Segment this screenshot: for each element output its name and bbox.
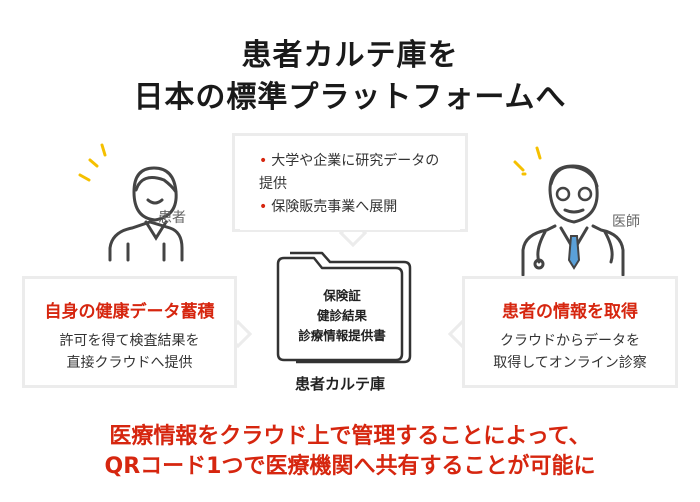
folder-icon <box>276 251 412 364</box>
doctor-box: 患者の情報を取得 クラウドからデータを 取得してオンライン診察 <box>462 276 678 388</box>
doctor-body-line: 取得してオンライン診察 <box>493 355 647 371</box>
doctor-illustration <box>513 146 625 277</box>
doctor-heading: 患者の情報を取得 <box>502 302 638 322</box>
folder-item: 健診結果 <box>316 308 367 323</box>
bullet-item: •大学や企業に研究データの提供 <box>259 153 440 192</box>
patient-heading: 自身の健康データ蓄積 <box>44 302 215 322</box>
title-line-1: 患者カルテ庫を <box>241 38 459 73</box>
patient-body-line: 直接クラウドへ提供 <box>66 355 193 371</box>
bullet-item: •保険販売事業へ展開 <box>259 199 398 215</box>
doctor-body-line: クラウドからデータを <box>500 333 640 349</box>
patient-body-line: 許可を得て検査結果を <box>59 333 200 349</box>
folder-contents: 保険証 健診結果 診療情報提供書 <box>278 286 406 346</box>
patient-illustration <box>78 143 184 262</box>
folder-item: 保険証 <box>323 288 361 303</box>
patient-label: 患者 <box>158 210 186 226</box>
sparkle-icon <box>513 146 542 176</box>
title-line-2: 日本の標準プラットフォームへ <box>133 80 567 115</box>
doctor-label: 医師 <box>612 214 640 230</box>
patient-box: 自身の健康データ蓄積 許可を得て検査結果を 直接クラウドへ提供 <box>22 276 237 388</box>
bottom-message-line-2: QRコード1つで医療機関へ共有することが可能に <box>104 454 596 479</box>
top-box: •大学や企業に研究データの提供 •保険販売事業へ展開 <box>232 133 468 232</box>
bottom-message-line-1: 医療情報をクラウド上で管理することによって、 <box>109 424 591 449</box>
folder-label: 患者カルテ庫 <box>294 375 385 393</box>
sparkle-icon <box>78 143 107 182</box>
folder-item: 診療情報提供書 <box>298 328 386 343</box>
